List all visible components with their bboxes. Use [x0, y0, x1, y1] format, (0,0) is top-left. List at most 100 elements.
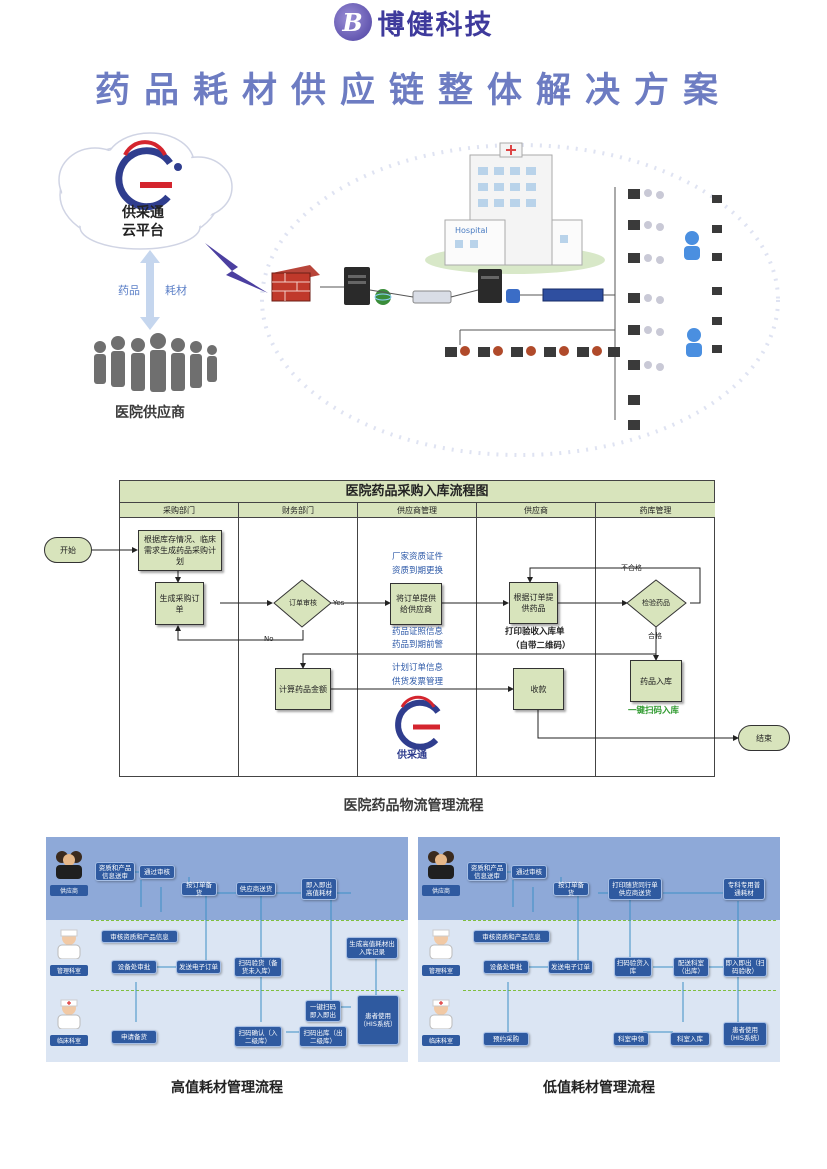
flowchart-title: 医院药品采购入库流程图: [120, 481, 714, 503]
flowchart-caption: 医院药品物流管理流程: [343, 798, 484, 814]
doctor-icon: [57, 999, 81, 1030]
flow-box: 生成高值耗材出入库记录: [346, 937, 398, 959]
page-title: 药品耗材供应链整体解决方案: [94, 71, 732, 111]
role-label: 管理科室: [50, 965, 88, 976]
flow-box: 发送电子订单: [176, 960, 221, 974]
network-lines: [320, 187, 616, 420]
role-label: 管理科室: [422, 965, 460, 976]
lane-header: 药库管理: [596, 503, 715, 518]
nurse-icon: [57, 929, 81, 960]
lane-divider: [595, 518, 596, 777]
high-value-panel: 供应商 管理科室 临床科室 资质和产品信息送审 通过审核 按订单备货 供应商送货…: [46, 837, 408, 1062]
band-divider: [463, 990, 776, 991]
supplier-group-icon: [428, 851, 454, 879]
flow-box: 申请备货: [111, 1030, 157, 1044]
nurse-icon: [429, 929, 453, 960]
flow-box: 科室入库: [670, 1032, 710, 1046]
flow-node-order: 生成采购订单: [155, 582, 204, 625]
role-supplier: 供应商: [422, 849, 460, 896]
hospital-sign: Hospital: [455, 226, 488, 235]
flowchart-logo-text: 供采通: [397, 750, 427, 761]
cloud-label-line1: 供采通: [121, 204, 164, 221]
flow-box: 通过审核: [139, 865, 175, 879]
flow-box: 打印随货同行单供应商送货: [608, 878, 662, 900]
flowchart-connectors: [92, 547, 739, 750]
doctor-icon: [429, 999, 453, 1030]
firewall-icon: [271, 265, 320, 302]
dept-band: [418, 920, 780, 1062]
flow-box: 即入即出（扫码验收）: [723, 957, 767, 977]
flow-box: 资质和产品信息送审: [467, 862, 507, 881]
network-diagram: 供采通 云平台 药品 耗材 Hospital 医院供应商: [58, 132, 780, 457]
flow-node-collect: 收款: [513, 668, 564, 710]
flow-box: 即入即出高值耗材: [301, 878, 337, 900]
flow-box: 一键扫码即入即出: [305, 1000, 341, 1022]
band-divider: [91, 920, 404, 921]
lane-header: 财务部门: [239, 503, 358, 518]
note-plan-2: 供货发票管理: [392, 677, 444, 687]
flow-box: 扫码确认（入二级库）: [234, 1026, 282, 1047]
band-divider: [463, 920, 776, 921]
flow-box: 预约采购: [483, 1032, 529, 1046]
flow-box: 设备处审批: [111, 960, 157, 974]
server-icon-2: [478, 269, 520, 303]
flow-node-audit: 订单审核: [289, 599, 317, 607]
supplier-group-icon: [56, 851, 82, 879]
decision-diamond: [626, 579, 687, 628]
note-cert-1: 厂家资质证件: [392, 552, 444, 562]
unqualified-label: 不合格: [621, 564, 642, 572]
brand-name: 博健科技: [377, 9, 494, 41]
note-print-1: 打印验收入库单: [505, 627, 565, 637]
flow-box: 患者使用（HIS系统）: [357, 995, 399, 1045]
flow-box: 审核资质和产品信息: [473, 930, 550, 943]
cloud-label-line2: 云平台: [122, 222, 164, 239]
lane-divider: [357, 518, 358, 777]
supplier-caption: 医院供应商: [115, 404, 185, 421]
role-label: 供应商: [422, 885, 460, 896]
network-boundary: [260, 143, 780, 457]
server-icon: [344, 267, 392, 305]
role-clinical: 临床科室: [50, 999, 88, 1046]
flow-node-amount: 计算药品金额: [275, 668, 331, 710]
brand-logo-icon: B: [333, 3, 372, 41]
note-plan-1: 计划订单信息: [392, 663, 444, 673]
note-drug-1: 药品证照信息: [392, 627, 444, 637]
lightning-icon: [205, 243, 268, 293]
band-divider: [91, 990, 404, 991]
lane-header: 供应商: [477, 503, 596, 518]
flow-box: 审核资质和产品信息: [101, 930, 178, 943]
arrow-label-left: 药品: [118, 284, 140, 297]
low-value-caption: 低值耗材管理流程: [543, 1080, 655, 1096]
flow-box: 患者使用（HIS系统）: [723, 1022, 767, 1046]
flow-box: 专科专用普通耗材: [723, 878, 765, 900]
arrow-label-right: 耗材: [165, 283, 187, 297]
hospital-building-icon: [425, 142, 605, 274]
high-value-caption: 高值耗材管理流程: [171, 1080, 283, 1096]
lane-divider: [476, 518, 477, 777]
role-clinical: 临床科室: [422, 999, 460, 1046]
role-admin: 管理科室: [422, 929, 460, 976]
note-drug-2: 药品到期前警: [392, 640, 444, 650]
supplier-crowd-icon: [94, 333, 217, 392]
brand-header: B 博健科技: [0, 0, 827, 44]
double-arrow-icon: [140, 250, 160, 330]
lane-header: 采购部门: [120, 503, 239, 518]
yes-label: Yes: [333, 599, 345, 607]
flow-box: 通过审核: [511, 865, 547, 879]
flow-box: 配送科室（出库）: [673, 957, 709, 977]
flow-box: 扫码验货入库: [614, 957, 652, 977]
low-value-panel: 供应商 管理科室 临床科室 资质和产品信息送审 通过审核 按订单备货 打印随货同…: [418, 837, 780, 1062]
flow-node-stock-in: 药品入库: [630, 660, 682, 702]
flow-box: 科室申领: [613, 1032, 649, 1046]
note-scan: 一键扫码入库: [628, 706, 680, 716]
start-terminal: 开始: [44, 537, 92, 563]
flow-box: 按订单备货: [553, 881, 589, 897]
flow-box: 设备处审批: [483, 960, 529, 974]
flow-node-supply: 根据订单提供药品: [509, 582, 558, 624]
decision-diamond: [273, 579, 332, 628]
note-print-2: （自带二维码）: [511, 641, 571, 651]
flow-box: 扫码出库（出二级库）: [299, 1026, 347, 1047]
flow-box: 按订单备货: [181, 881, 217, 897]
lane-divider: [238, 518, 239, 777]
flow-node-plan: 根据库存情况、临床需求生成药品采购计划: [138, 530, 222, 571]
